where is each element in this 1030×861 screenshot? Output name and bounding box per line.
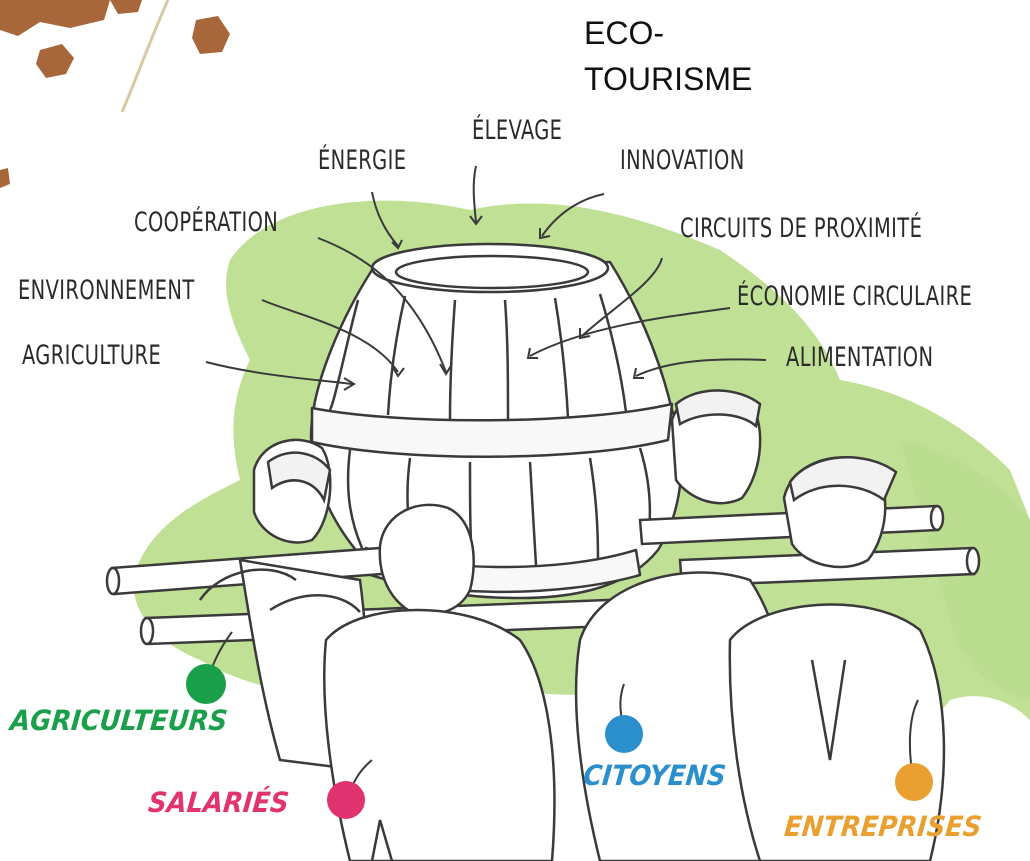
theme-cooperation: COOPÉRATION — [134, 207, 279, 238]
theme-arrows — [205, 165, 767, 391]
theme-circuits-de-proximite: CIRCUITS DE PROXIMITÉ — [680, 213, 923, 244]
theme-environnement: ENVIRONNEMENT — [18, 275, 195, 306]
group-salaries: SALARIÉS — [146, 786, 291, 819]
group-citoyens: CITOYENS — [581, 759, 728, 792]
agriculteurs-dot — [186, 664, 226, 704]
theme-energie: ÉNERGIE — [318, 145, 407, 176]
ecotourisme-line-1: ECO- — [584, 15, 664, 51]
entreprises-dot — [895, 763, 933, 801]
theme-innovation: INNOVATION — [620, 145, 745, 176]
theme-agriculture: AGRICULTURE — [22, 340, 162, 371]
barrel — [309, 242, 683, 600]
theme-elevage: ÉLEVAGE — [472, 115, 563, 146]
theme-alimentation: ALIMENTATION — [786, 342, 934, 373]
group-entreprises: ENTREPRISES — [782, 810, 984, 843]
ecotourisme-label: ECO- TOURISME — [584, 10, 752, 102]
citoyens-dot — [605, 715, 643, 753]
theme-economie-circulaire: ÉCONOMIE CIRCULAIRE — [737, 281, 973, 312]
straw-stem — [120, 0, 170, 113]
person-bald-man-center — [269, 503, 556, 861]
salaries-dot — [327, 781, 365, 819]
ecotourisme-line-2: TOURISME — [584, 61, 753, 97]
person-man-front-right — [728, 456, 946, 861]
group-agriculteurs: AGRICULTEURS — [8, 704, 229, 737]
soil-crumbs — [0, 0, 230, 188]
